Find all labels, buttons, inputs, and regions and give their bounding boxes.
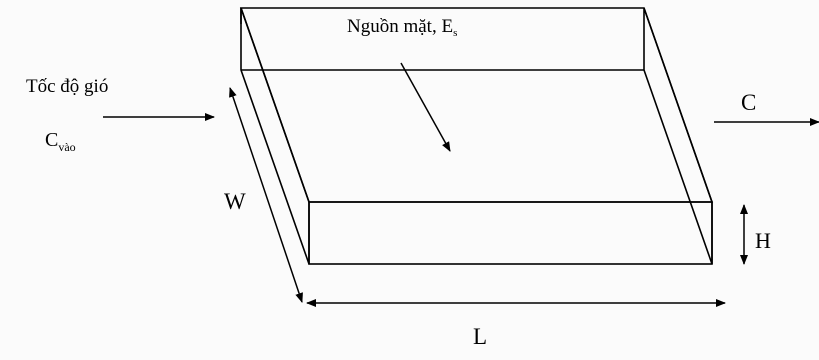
surface-source-label: Nguồn mặt, Es xyxy=(347,17,457,39)
box-top-face xyxy=(239,7,714,203)
inflow-concentration-label: Cvào xyxy=(45,130,76,153)
length-label: L xyxy=(473,324,488,349)
outflow-concentration-label: C xyxy=(741,90,757,115)
height-label: H xyxy=(755,228,771,253)
inflow-concentration-subscript: vào xyxy=(58,140,76,154)
surface-source-text: Nguồn mặt, E xyxy=(347,16,454,37)
surface-source-arrow xyxy=(400,62,451,152)
box-right-face xyxy=(643,7,713,265)
width-dimension-arrow xyxy=(229,87,303,303)
box-left-face xyxy=(240,7,310,265)
inflow-concentration-text: C xyxy=(45,129,59,151)
surface-source-subscript: s xyxy=(453,27,458,39)
wind-speed-label: Tốc độ gió xyxy=(26,76,109,97)
box-front-face xyxy=(308,201,713,265)
box-outline xyxy=(239,7,714,265)
width-label: W xyxy=(224,189,246,214)
